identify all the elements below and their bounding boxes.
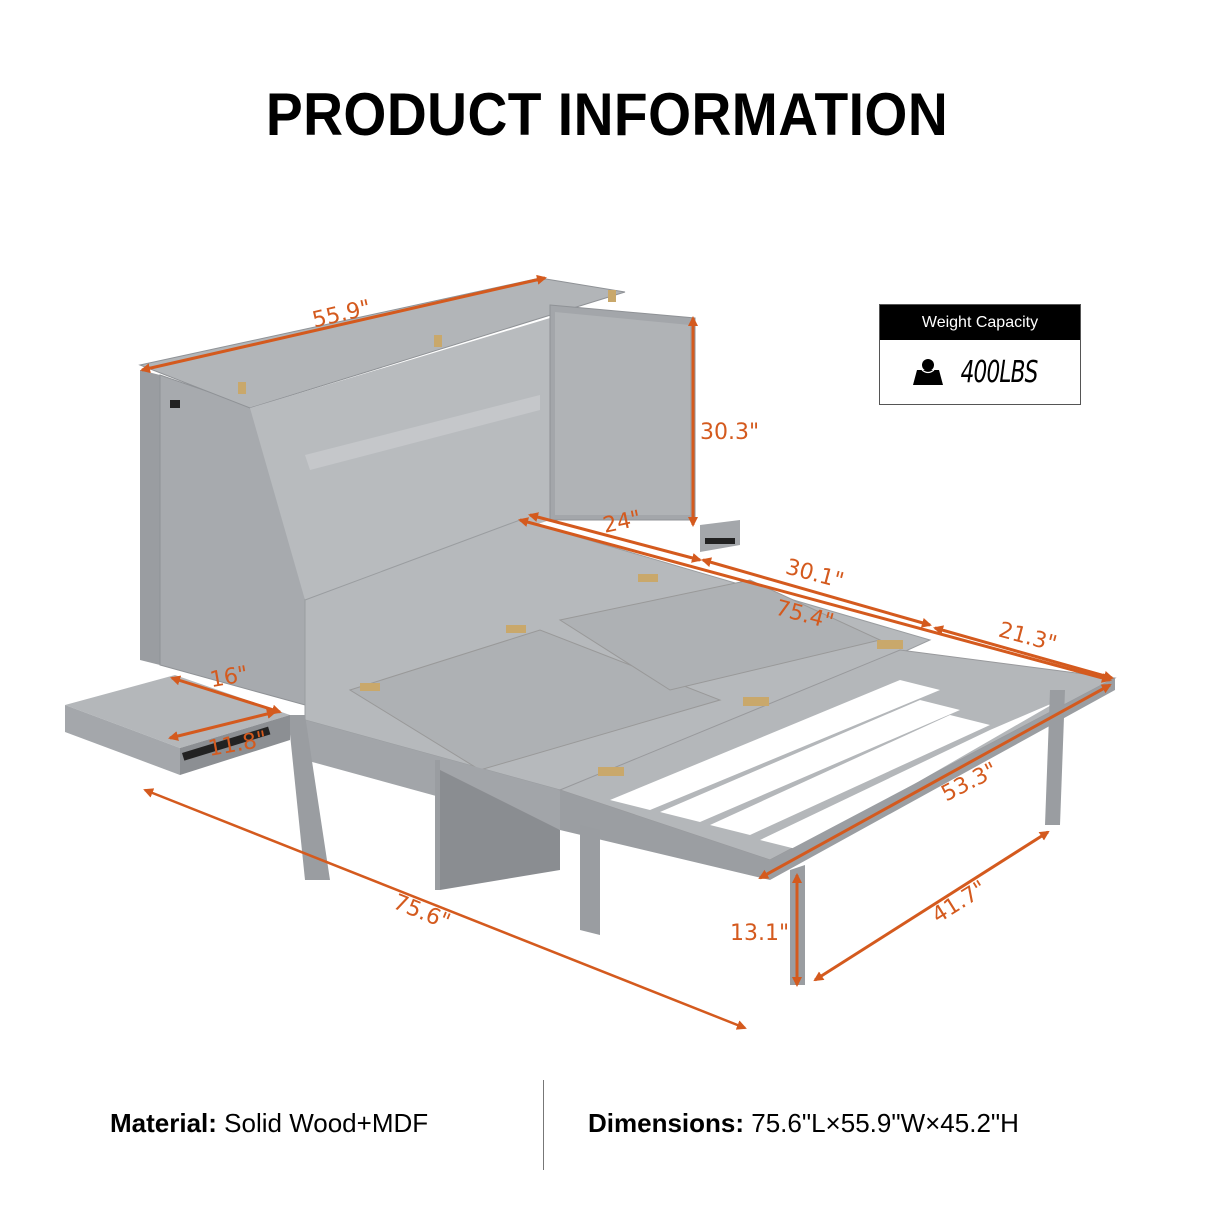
material-value: Solid Wood+MDF: [224, 1108, 429, 1138]
dim-leg-height: 13.1": [730, 921, 790, 946]
dim-cabinet-height: 30.3": [700, 420, 760, 445]
weight-icon: [912, 359, 943, 385]
material-spec: Material: Solid Wood+MDF: [110, 1108, 428, 1139]
dimensions-spec: Dimensions: 75.6"L×55.9"W×45.2"H: [588, 1108, 1019, 1139]
footer-divider: [543, 1080, 544, 1170]
weight-capacity-value: 400LBS: [960, 354, 1039, 390]
dimensions-label: Dimensions:: [588, 1108, 745, 1138]
weight-capacity-badge: Weight Capacity 400LBS: [879, 304, 1081, 405]
product-specs-footer: Material: Solid Wood+MDF Dimensions: 75.…: [0, 1080, 1214, 1170]
page-title: PRODUCT INFORMATION: [265, 81, 949, 148]
material-label: Material:: [110, 1108, 217, 1138]
weight-capacity-label: Weight Capacity: [880, 305, 1080, 340]
dimensions-value: 75.6"L×55.9"W×45.2"H: [751, 1108, 1019, 1138]
